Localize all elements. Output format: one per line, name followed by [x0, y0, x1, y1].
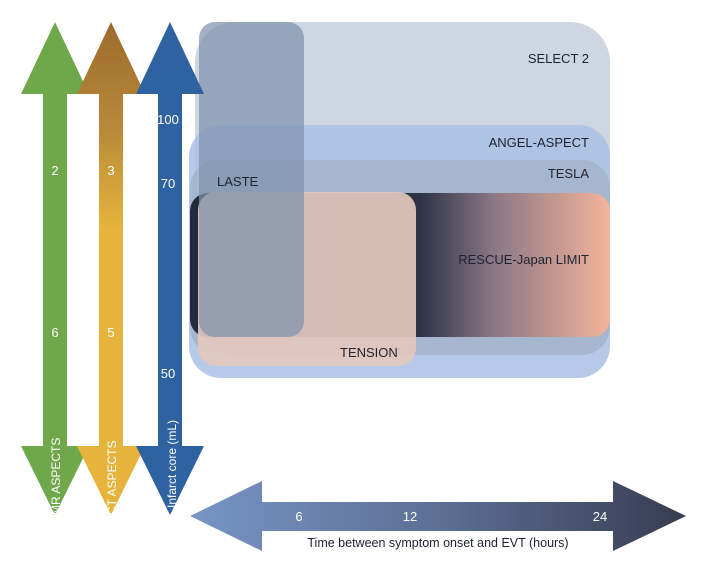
mr-aspects-title: MR ASPECTS — [49, 438, 63, 515]
tension-label: TENSION — [340, 345, 398, 360]
infarct-core-tick-70: 70 — [161, 176, 175, 191]
mr-aspects-arrow — [21, 22, 89, 515]
laste-region — [199, 22, 304, 337]
time-tick-24: 24 — [593, 509, 607, 524]
infarct-core-arrow — [136, 22, 204, 515]
ct-aspects-tick-3: 3 — [107, 163, 114, 178]
select2-label: SELECT 2 — [528, 51, 589, 66]
time-arrow — [190, 481, 686, 551]
infarct-core-title: Infarct core (mL) — [165, 420, 179, 508]
infarct-core-tick-100: 100 — [157, 112, 179, 127]
tesla-label: TESLA — [548, 166, 590, 181]
ct-aspects-tick-5: 5 — [107, 325, 114, 340]
infarct-core-tick-50: 50 — [161, 366, 175, 381]
rescue-japan-limit-label: RESCUE-Japan LIMIT — [458, 252, 589, 267]
ct-aspects-title: CT ASPECTS — [105, 441, 119, 515]
time-tick-12: 12 — [403, 509, 417, 524]
mr-aspects-tick-2: 2 — [51, 163, 58, 178]
time-axis-title: Time between symptom onset and EVT (hour… — [307, 536, 568, 550]
mr-aspects-tick-6: 6 — [51, 325, 58, 340]
angel-aspect-label: ANGEL-ASPECT — [489, 135, 589, 150]
laste-label: LASTE — [217, 174, 259, 189]
ct-aspects-arrow — [77, 22, 145, 515]
time-tick-6: 6 — [295, 509, 302, 524]
